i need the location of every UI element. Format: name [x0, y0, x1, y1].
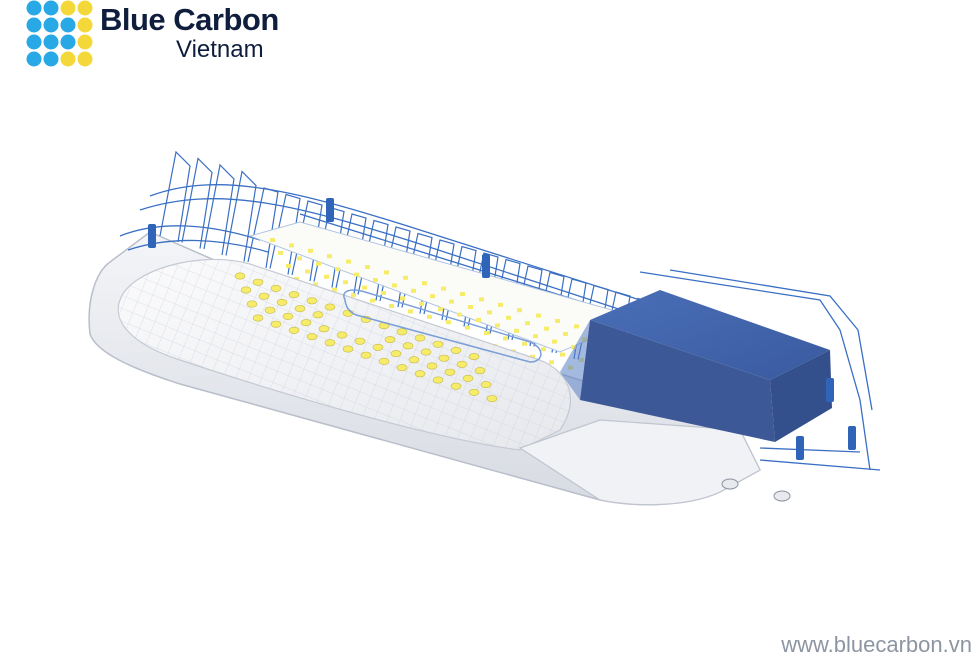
heatsink-frame	[119, 184, 881, 471]
brand-dot-grid-icon	[26, 0, 93, 67]
driver-box	[560, 290, 832, 442]
brand-logo: Blue Carbon Vietnam	[26, 0, 296, 68]
brand-name: Blue Carbon	[100, 2, 279, 37]
website-url: www.bluecarbon.vn	[781, 632, 972, 657]
loose-screws	[721, 478, 791, 502]
lens-slot	[343, 289, 542, 363]
mounting-bolts	[148, 198, 856, 460]
front-plate	[518, 419, 761, 506]
brand-subtitle: Vietnam	[176, 36, 264, 63]
